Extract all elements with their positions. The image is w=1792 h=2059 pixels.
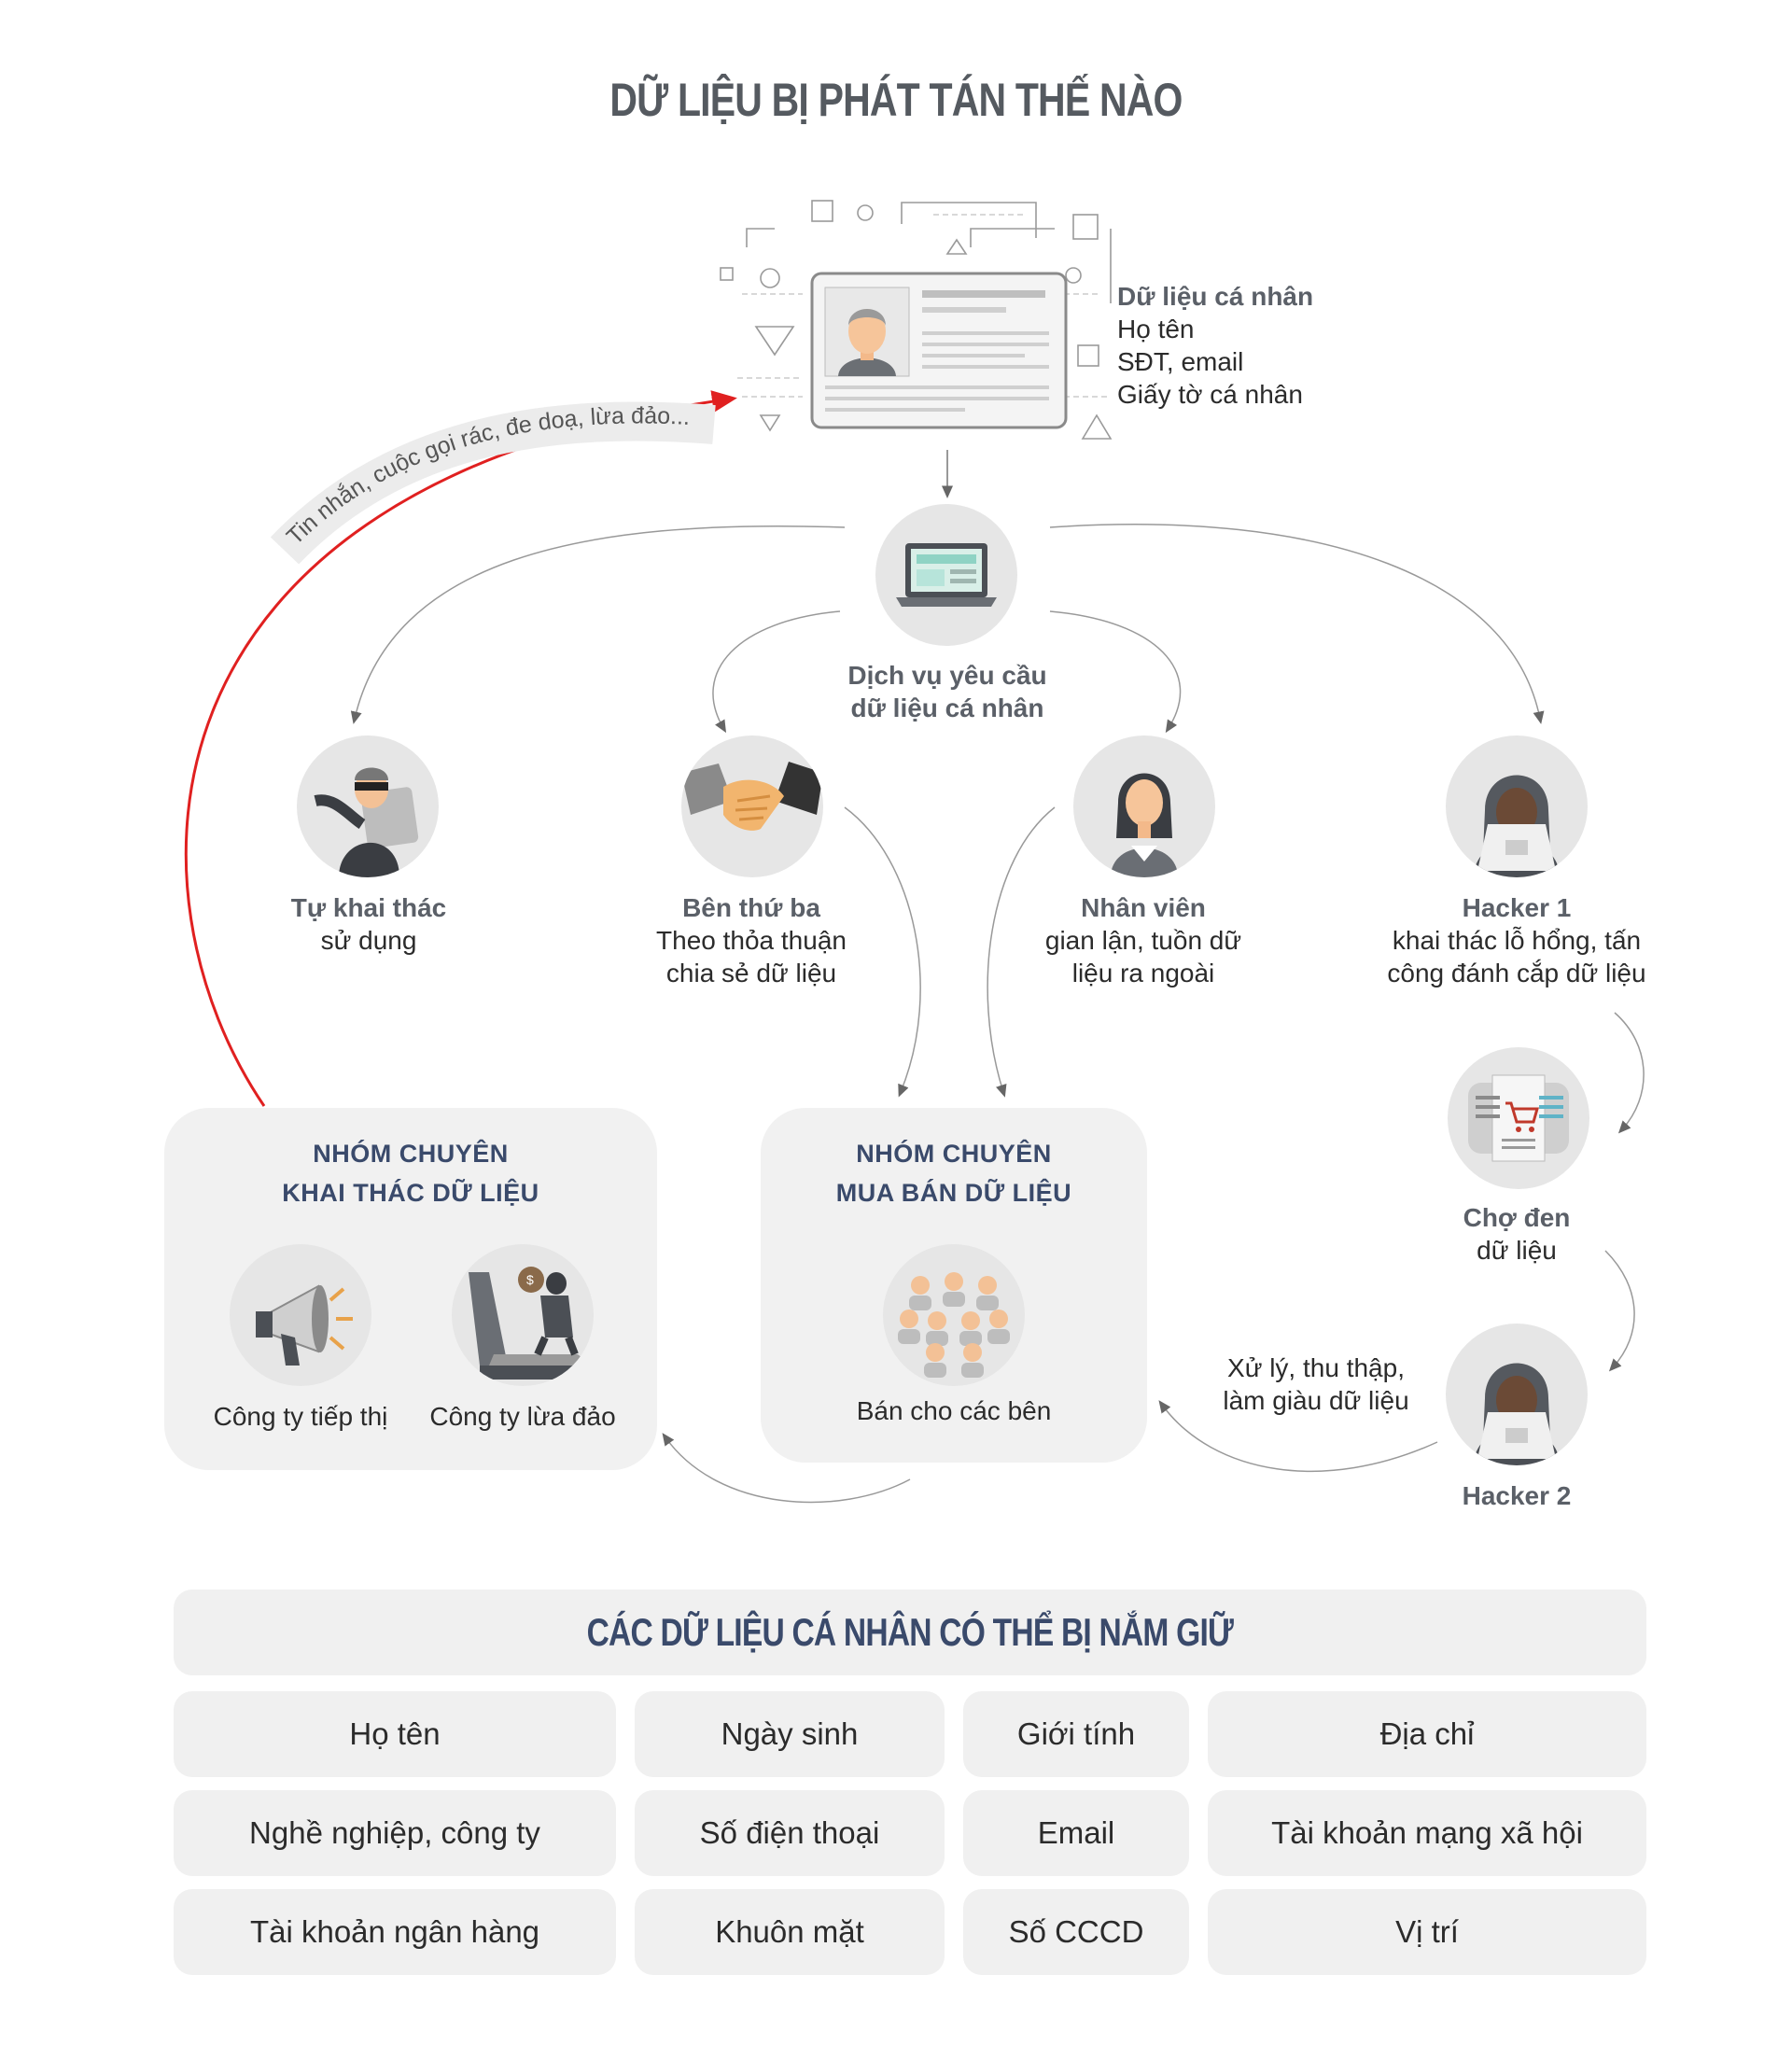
data-type-cell: Số điện thoại — [635, 1790, 945, 1876]
third-party-desc-1: Theo thỏa thuận — [656, 926, 847, 955]
hacker2-title: Hacker 2 — [1462, 1481, 1572, 1510]
laptop-icon — [875, 504, 1017, 646]
data-type-cell: Khuôn mặt — [635, 1889, 945, 1975]
crowd-icon — [883, 1244, 1025, 1386]
personal-data-list: Dữ liệu cá nhân Họ tên SĐT, email Giấy t… — [1117, 280, 1313, 411]
black-market-line1: Chợ đen — [1463, 1203, 1571, 1232]
personal-data-heading: Dữ liệu cá nhân — [1117, 282, 1314, 311]
data-type-cell: Địa chỉ — [1208, 1691, 1646, 1777]
data-types-header-text: CÁC DỮ LIỆU CÁ NHÂN CÓ THỂ BỊ NẮM GIỮ — [586, 1610, 1234, 1654]
hacker1-desc-2: công đánh cắp dữ liệu — [1387, 959, 1646, 987]
arrow-hacker2-to-trade — [1158, 1400, 1438, 1472]
personal-data-item: Họ tên — [1117, 315, 1195, 343]
group-exploit-title: NHÓM CHUYÊN KHAI THÁC DỮ LIỆU — [164, 1134, 657, 1212]
group-trade-title: NHÓM CHUYÊN MUA BÁN DỮ LIỆU — [761, 1134, 1147, 1212]
data-type-cell: Vị trí — [1208, 1889, 1646, 1975]
megaphone-icon — [230, 1244, 371, 1386]
data-type-cell: Tài khoản ngân hàng — [174, 1889, 616, 1975]
employee-label: Nhân viên gian lận, tuồn dữ liệu ra ngoà… — [1008, 891, 1279, 989]
hacker-icon — [1446, 1324, 1588, 1465]
svg-text:$: $ — [526, 1272, 534, 1287]
employee-desc-2: liệu ra ngoài — [1071, 959, 1215, 987]
hacker-icon — [1446, 735, 1588, 877]
data-type-cell: Nghề nghiệp, công ty — [174, 1790, 616, 1876]
handshake-icon — [681, 735, 823, 877]
arrow-hacker1-to-market — [1614, 1012, 1645, 1134]
data-type-cell: Họ tên — [174, 1691, 616, 1777]
self-use-title: Tự khai thác — [290, 893, 447, 922]
arrow-employee-to-trade — [987, 806, 1056, 1098]
data-types-header: CÁC DỮ LIỆU CÁ NHÂN CÓ THỂ BỊ NẮM GIỮ — [174, 1590, 1646, 1675]
scam-company-label: Công ty lừa đảo — [429, 1402, 616, 1431]
third-party-title: Bên thứ ba — [682, 893, 820, 922]
personal-data-item: SĐT, email — [1117, 347, 1244, 376]
scammer-laptop-icon: $ — [452, 1244, 594, 1386]
group-trade-title-1: NHÓM CHUYÊN — [856, 1140, 1052, 1168]
data-type-cell: Số CCCD — [963, 1889, 1189, 1975]
arrow-service-to-hacker1 — [1049, 524, 1545, 724]
group-exploit-title-2: KHAI THÁC DỮ LIỆU — [282, 1179, 539, 1207]
hacker1-label: Hacker 1 khai thác lỗ hổng, tấn công đán… — [1358, 891, 1675, 989]
sell-to-parties-label: Bán cho các bên — [856, 1396, 1052, 1425]
self-use-label: Tự khai thác sử dụng — [238, 891, 499, 957]
arrow-market-to-hacker2 — [1604, 1250, 1635, 1372]
arrow-trade-to-exploit — [662, 1433, 911, 1504]
arrow-service-to-third-party — [712, 610, 841, 734]
self-use-desc: sử dụng — [320, 926, 417, 955]
red-arrow-label-band — [270, 401, 716, 565]
black-market-label: Chợ đen dữ liệu — [1381, 1201, 1652, 1267]
hacker1-desc-1: khai thác lỗ hổng, tấn — [1392, 926, 1642, 955]
thief-icon — [297, 735, 439, 877]
arrow-service-to-self — [350, 525, 846, 724]
red-arrow-label: Tin nhắn, cuộc gọi rác, đe doạ, lừa đảo.… — [282, 402, 691, 550]
employee-icon — [1073, 735, 1215, 877]
page-title: DỮ LIỆU BỊ PHÁT TÁN THẾ NÀO — [609, 74, 1183, 126]
data-type-cell: Email — [963, 1790, 1189, 1876]
third-party-label: Bên thứ ba Theo thỏa thuận chia sẻ dữ li… — [616, 891, 887, 989]
arrow-third-party-to-trade — [844, 806, 921, 1098]
data-type-cell: Giới tính — [963, 1691, 1189, 1777]
marketing-company-label: Công ty tiếp thị — [213, 1402, 388, 1431]
black-market-icon — [1448, 1047, 1589, 1189]
employee-desc-1: gian lận, tuồn dữ — [1044, 926, 1242, 955]
group-exploit-title-1: NHÓM CHUYÊN — [313, 1140, 509, 1168]
red-arrow-scam-return — [184, 390, 737, 1107]
personal-data-item: Giấy tờ cá nhân — [1117, 380, 1303, 409]
service-label-line2: dữ liệu cá nhân — [850, 693, 1044, 722]
personal-data-card-illustration — [720, 200, 1113, 440]
data-type-cell: Tài khoản mạng xã hội — [1208, 1790, 1646, 1876]
service-label-line1: Dịch vụ yêu cầu — [847, 661, 1047, 690]
data-type-cell: Ngày sinh — [635, 1691, 945, 1777]
hacker2-label: Hacker 2 — [1381, 1479, 1652, 1512]
service-label: Dịch vụ yêu cầu dữ liệu cá nhân — [817, 659, 1078, 724]
group-trade-title-2: MUA BÁN DỮ LIỆU — [835, 1179, 1072, 1207]
hacker1-title: Hacker 1 — [1462, 893, 1572, 922]
arrow-service-to-employee — [1049, 610, 1182, 734]
process-line2: làm giàu dữ liệu — [1223, 1386, 1409, 1415]
process-line1: Xử lý, thu thập, — [1227, 1353, 1405, 1382]
third-party-desc-2: chia sẻ dữ liệu — [665, 959, 837, 987]
black-market-line2: dữ liệu — [1477, 1236, 1557, 1265]
employee-title: Nhân viên — [1081, 893, 1206, 922]
process-label: Xử lý, thu thập, làm giàu dữ liệu — [1185, 1352, 1447, 1417]
